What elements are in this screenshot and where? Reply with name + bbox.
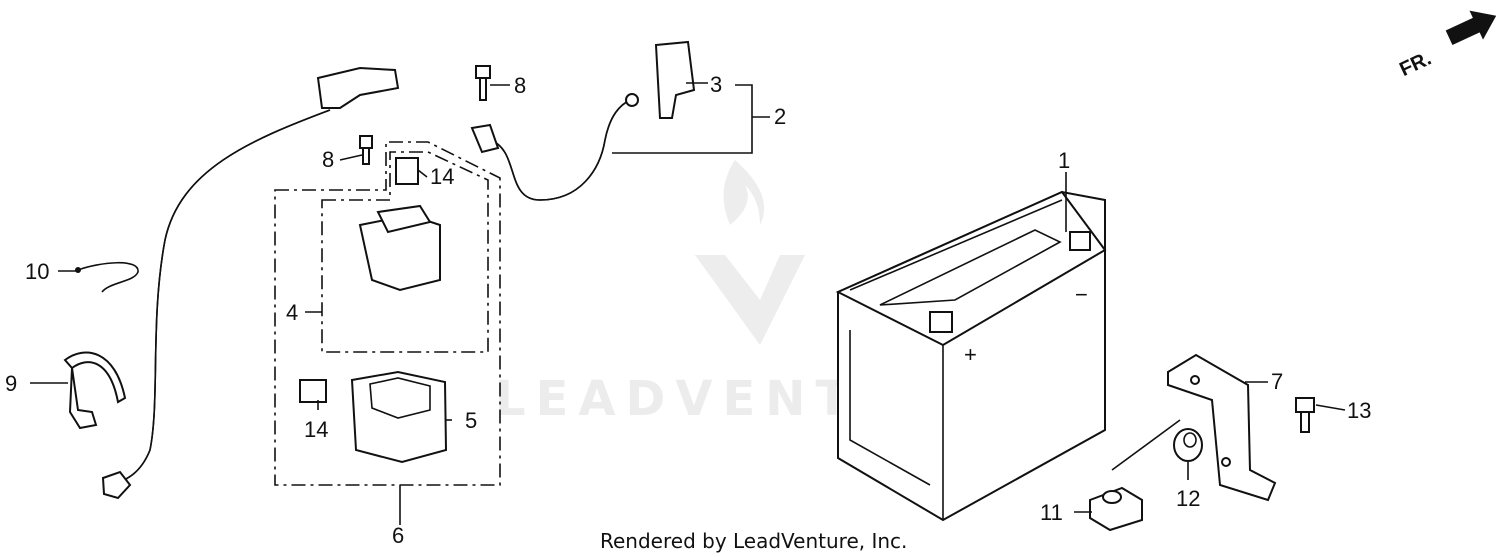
fuse-14-bottom	[299, 379, 327, 403]
battery-cable	[470, 40, 696, 201]
cable-band	[63, 351, 127, 430]
bolt-13	[1295, 397, 1315, 433]
positive-terminal-mark: +	[964, 342, 977, 367]
starter-relay	[358, 204, 441, 292]
callout-10: 10	[25, 259, 49, 284]
callout-11: 11	[1040, 500, 1063, 525]
cushion-11	[1089, 486, 1143, 532]
group-outline-6	[274, 141, 501, 486]
grommet-12	[1173, 428, 1203, 462]
fuse-14-top	[395, 157, 419, 185]
bolt-8-mid	[359, 135, 373, 165]
callout-12: 12	[1176, 486, 1200, 511]
callout-2: 2	[774, 104, 786, 129]
callout-13: 13	[1347, 398, 1371, 423]
callout-7: 7	[1271, 369, 1283, 394]
callout-5: 5	[465, 408, 477, 433]
callout-4: 4	[286, 300, 298, 325]
callout-6: 6	[392, 523, 404, 548]
battery-bracket	[1167, 353, 1277, 502]
battery	[835, 190, 1107, 522]
callout-14-bottom: 14	[304, 417, 328, 442]
callout-1: 1	[1058, 148, 1070, 173]
negative-terminal-mark: −	[1075, 282, 1088, 307]
watermark-logo	[695, 160, 805, 345]
callout-3: 3	[710, 72, 722, 97]
leader-lines	[30, 82, 1346, 525]
callout-8-mid: 8	[322, 147, 334, 172]
rendered-by-footer: Rendered by LeadVenture, Inc.	[600, 529, 907, 553]
front-direction-label: FR.	[1396, 48, 1434, 82]
bolt-8-top	[475, 65, 491, 101]
group-outline-4	[321, 151, 489, 353]
callout-14-top: 14	[430, 164, 454, 189]
callout-9: 9	[5, 371, 17, 396]
relay-cover	[350, 370, 448, 464]
wire-clip-loop	[75, 261, 139, 293]
ground-cable	[101, 66, 400, 500]
callout-8-top: 8	[514, 73, 526, 98]
front-direction-arrow	[1445, 10, 1497, 46]
